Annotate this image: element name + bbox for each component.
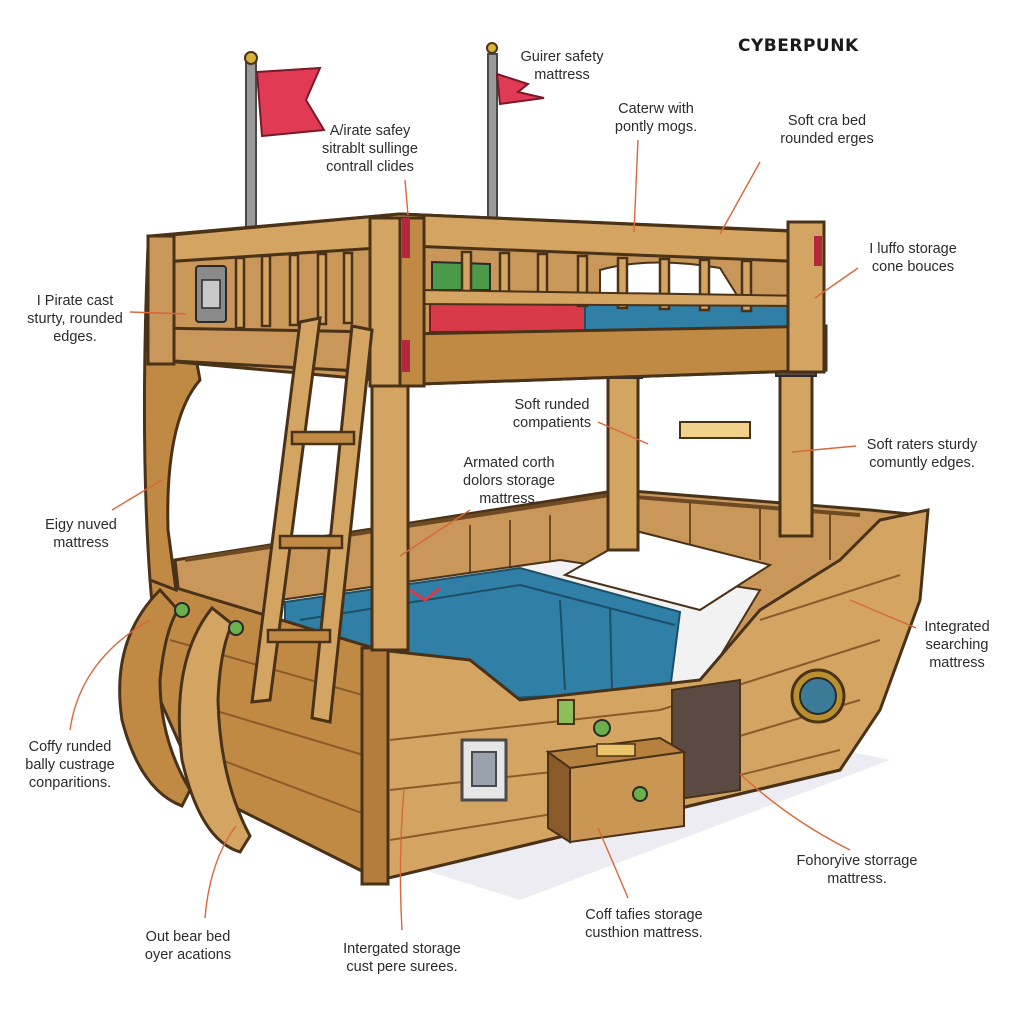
lockbox (460, 738, 508, 802)
label-intergated: Intergated storage cust pere surees. (343, 941, 461, 975)
shelf-bracket (679, 421, 751, 439)
label-soft-runded: Soft runded compatients (512, 397, 592, 431)
label-iluffo: I luffo storage cone bouces (869, 241, 957, 275)
label-out-bear: Out bear bed oyer acations (144, 929, 232, 963)
label-coffy: Coffy runded bally custrage conparitions… (25, 739, 115, 791)
brand-title: CYBERPUNK (738, 36, 859, 56)
post-front-left (370, 378, 410, 652)
label-armated: Armated corth dolors storage mattress. (463, 455, 555, 507)
label-coff-tafies: Coff tafies storage custhion mattress. (585, 907, 703, 941)
label-eigy: Eigy nuved mattress (45, 517, 117, 551)
leader-lines (69, 139, 917, 931)
label-integrated-searching: Integrated searching mattress (924, 619, 990, 671)
upper-slats-left (234, 251, 354, 330)
label-guirer: Guirer safety mattress (520, 49, 604, 83)
label-caterw: Caterw with pontly mogs. (614, 101, 698, 135)
porthole (790, 668, 846, 724)
hull-corner-post (360, 646, 390, 886)
bow-rib-right (177, 605, 252, 854)
label-pirate-cast: I Pirate cast sturty, rounded edges. (27, 293, 123, 345)
label-pirate-safety: A/irate safey sitrablt sullinge contrall… (322, 123, 418, 175)
ladder (250, 316, 374, 724)
post-back-center (606, 368, 640, 552)
label-soft-raters: Soft raters sturdy comuntly edges. (866, 437, 978, 471)
label-fohoryive: Fohoryive storrage mattress. (796, 853, 918, 887)
storage-drawer (545, 736, 687, 844)
bow-rib-left (118, 587, 192, 808)
label-soft-cra: Soft cra bed rounded erges (780, 113, 874, 147)
